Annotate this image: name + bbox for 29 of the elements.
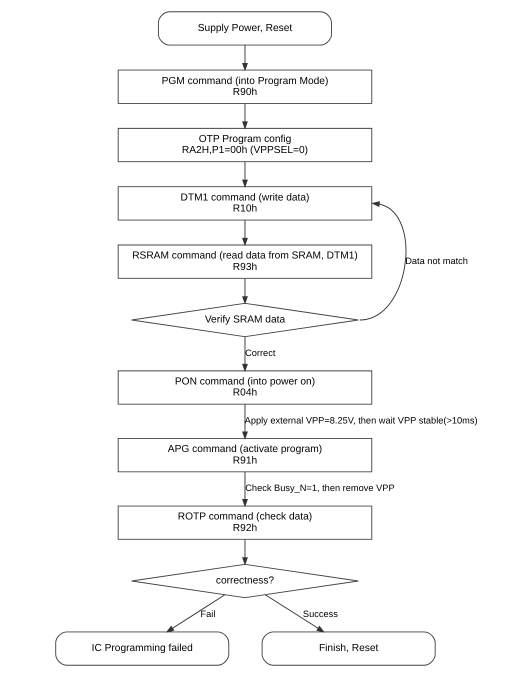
node-box: ROTP command (check data) R92h [117,506,372,540]
edge-label: Correct [244,348,275,358]
arrow [242,162,248,188]
arrow [242,44,248,72]
arrow [242,336,248,372]
arrow [242,103,248,130]
edge-label: Data not match [404,256,468,266]
node-box: IC Programming failed [54,631,229,666]
arrow [165,594,225,633]
node-box: PGM command (into Program Mode) R90h [117,70,372,104]
node-box: APG command (activate program) R91h [117,438,372,472]
arrow [242,472,248,508]
arrow [358,201,406,320]
arrow [242,278,248,305]
edge-label: Fail [200,609,215,620]
node-box: OTP Program config RA2H,P1=00h (VPPSEL=0) [117,128,372,162]
node-box: PON command (into power on) R04h [117,370,372,405]
node-diamond: Verify SRAM data [130,302,358,338]
node-box: RSRAM command (read data from SRAM, DTM1) R93h [117,244,372,279]
edge-label: Success [302,609,338,620]
arrow [242,539,248,566]
node-box: Finish, Reset [261,631,436,666]
edge-label: Check Busy_N=1, then remove VPP [244,483,394,494]
arrow [242,220,248,246]
node-box: DTM1 command (write data) R10h [117,186,372,220]
node-diamond: correctness? [130,564,358,598]
arrow [242,404,248,440]
node-box: Supply Power, Reset [157,11,332,46]
arrow [264,594,324,633]
